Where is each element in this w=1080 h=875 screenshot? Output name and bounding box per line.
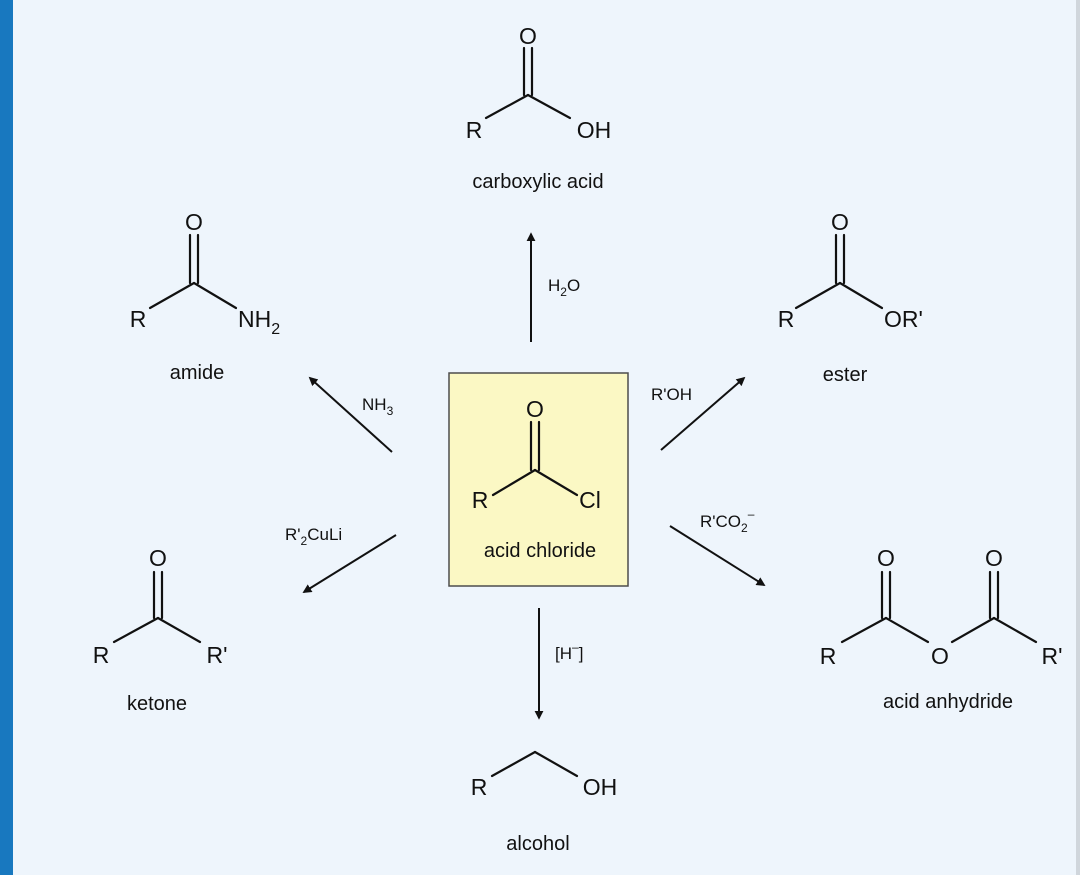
- bridging-oxygen-atom: O: [931, 643, 949, 669]
- reagent-carboxylate: R'CO2–: [700, 507, 755, 535]
- bond: [526, 93, 572, 120]
- acid-chloride-box: [448, 372, 629, 587]
- oxygen-atom: O: [519, 23, 537, 49]
- amino-group: NH2: [238, 306, 280, 338]
- ketone-structure: O R R' ketone: [93, 545, 228, 715]
- amide-structure: O R NH2 amide: [130, 209, 281, 384]
- chlorine-atom: Cl: [579, 487, 601, 513]
- bond: [148, 281, 196, 310]
- r-group: R: [130, 306, 147, 332]
- oxygen-atom: O: [185, 209, 203, 235]
- r-group: R: [466, 117, 483, 143]
- bond: [533, 750, 579, 778]
- reagent-alcohol: R'OH: [651, 385, 692, 404]
- r-group: R: [778, 306, 795, 332]
- carboxylic-acid-structure: O R OH carboxylic acid: [466, 23, 612, 193]
- bond: [992, 616, 1038, 644]
- oxygen-atom: O: [149, 545, 167, 571]
- arrow-to-amide: [308, 376, 393, 453]
- r-group: R: [471, 774, 488, 800]
- r-prime-group: R': [206, 642, 227, 668]
- oxygen-atom: O: [985, 545, 1003, 571]
- acid-anhydride-structure: O O O R R' acid anhydride: [820, 545, 1063, 713]
- hydroxyl-group: OH: [577, 117, 612, 143]
- oxygen-atom: O: [877, 545, 895, 571]
- acid-chloride-label: acid chloride: [484, 540, 596, 562]
- oxygen-atom: O: [526, 396, 544, 422]
- arrow-to-ester: [660, 376, 746, 451]
- bond: [533, 468, 579, 497]
- r-group: R: [820, 643, 837, 669]
- bond: [838, 281, 884, 310]
- alcohol-label: alcohol: [506, 833, 569, 855]
- carboxylic-acid-label: carboxylic acid: [472, 171, 603, 193]
- reagent-ammonia: NH3: [362, 395, 394, 418]
- bond: [794, 281, 842, 310]
- bond: [840, 616, 888, 644]
- reagent-cuprate: R'2CuLi: [285, 525, 342, 548]
- ester-structure: O R OR' ester: [778, 209, 923, 386]
- bond: [156, 616, 202, 644]
- scroll-edge: [1076, 0, 1080, 875]
- bond: [950, 616, 996, 644]
- arrow-to-acid-anhydride: [669, 525, 766, 586]
- arrow-to-ketone: [302, 534, 397, 593]
- bond: [484, 93, 530, 120]
- ester-label: ester: [823, 364, 868, 386]
- alkoxy-group: OR': [884, 306, 923, 332]
- bond: [884, 616, 930, 644]
- oxygen-atom: O: [831, 209, 849, 235]
- acid-chloride-structure: O R Cl acid chloride: [448, 372, 629, 587]
- amide-label: amide: [170, 362, 224, 384]
- reagent-hydride: [H–]: [555, 640, 583, 663]
- bond: [491, 468, 537, 497]
- r-group: R: [93, 642, 110, 668]
- acid-anhydride-label: acid anhydride: [883, 691, 1013, 713]
- bond: [192, 281, 238, 310]
- ketone-label: ketone: [127, 693, 187, 715]
- alcohol-structure: R OH alcohol: [471, 750, 618, 855]
- bond: [490, 750, 537, 778]
- r-prime-group: R': [1041, 643, 1062, 669]
- hydroxyl-group: OH: [583, 774, 618, 800]
- r-group: R: [472, 487, 489, 513]
- bond: [112, 616, 160, 644]
- accent-bar: [0, 0, 13, 875]
- reagent-water: H2O: [548, 276, 580, 299]
